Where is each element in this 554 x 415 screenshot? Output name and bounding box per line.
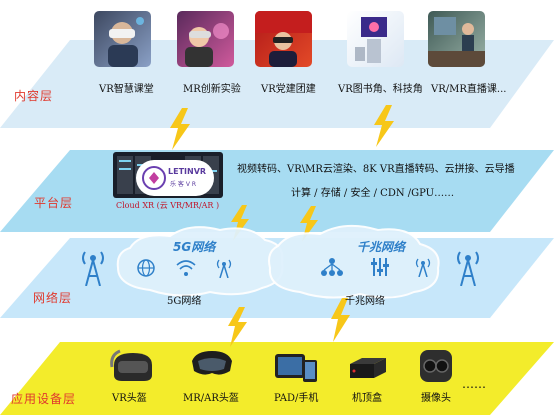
device-caption-set-top-box: 机顶盒 (352, 393, 382, 404)
content-caption-party-building: VR党建团建 (261, 84, 316, 95)
party-building-image (255, 11, 312, 67)
content-caption-vr-classroom: VR智慧课堂 (99, 84, 154, 95)
bolt-icon (374, 105, 394, 147)
mr-experiment-image (185, 23, 229, 67)
bolt-icon (170, 108, 190, 150)
mr-experiment-photo (177, 11, 234, 67)
5g-network-title: 5G网络 (173, 240, 216, 254)
letinvr-logo-subtext: 乐 客 V R (170, 181, 196, 188)
wifi-icon (176, 260, 196, 276)
letinvr-logo: LETINVR 乐 客 V R (136, 160, 214, 196)
globe-icon (137, 259, 155, 277)
signal-tower-icon (415, 258, 431, 277)
5g-network-caption: 5G网络 (167, 296, 202, 307)
network-nodes-icon (321, 258, 343, 276)
content-caption-library: VR图书角、科技角 (338, 84, 423, 95)
vr-headset-icon (110, 349, 152, 381)
letinvr-logo-icon (142, 166, 166, 190)
party-building-photo (255, 11, 312, 67)
ar-headset-icon (192, 351, 232, 375)
signal-tower-icon (216, 259, 232, 278)
device-layer-label: 应用设备层 (11, 392, 77, 406)
content-caption-live-class: VR/MR直播课... (431, 84, 507, 95)
gigabit-cloud-shape (268, 224, 440, 299)
gigabit-network-title: 千兆网络 (357, 240, 406, 254)
platform-layer-label: 平台层 (34, 196, 74, 210)
gigabit-network-caption: 千兆网络 (345, 296, 385, 307)
live-class-photo (428, 11, 485, 67)
device-more-ellipsis: …… (462, 377, 486, 391)
platform-services-line1: 视频转码、VR\MR云渲染、8K VR直播转码、云拼接、云导播 (237, 164, 515, 175)
network-layer-label: 网络层 (33, 291, 73, 305)
letinvr-logo-text: LETINVR (168, 167, 207, 176)
antenna-left-icon (82, 251, 104, 286)
device-caption-camera: 摄像头 (421, 393, 451, 404)
vr-classroom-photo (94, 11, 151, 67)
camera-icon (420, 350, 452, 382)
device-caption-pad-phone: PAD/手机 (274, 393, 319, 404)
live-class-image (428, 17, 485, 67)
pad-phone-icon (275, 354, 317, 382)
platform-services-line2: 计算 / 存储 / 安全 / CDN /GPU…… (291, 188, 455, 199)
library-corner-image (355, 17, 387, 63)
bolt-icon (331, 298, 350, 342)
device-caption-vr-headset: VR头盔 (112, 393, 147, 404)
library-corner-photo (347, 11, 404, 67)
content-caption-mr-experiment: MR创新实验 (183, 84, 241, 95)
bolt-icon (228, 307, 247, 347)
equalizer-icon (371, 258, 389, 276)
vr-classroom-image (108, 17, 144, 67)
set-top-box-icon (350, 358, 386, 378)
cloud-xr-label: Cloud XR (云 VR/MR/AR ) (116, 201, 220, 210)
antenna-right-icon (457, 251, 479, 286)
device-caption-ar-headset: MR/AR头盔 (183, 393, 239, 404)
content-layer-label: 内容层 (14, 89, 54, 103)
